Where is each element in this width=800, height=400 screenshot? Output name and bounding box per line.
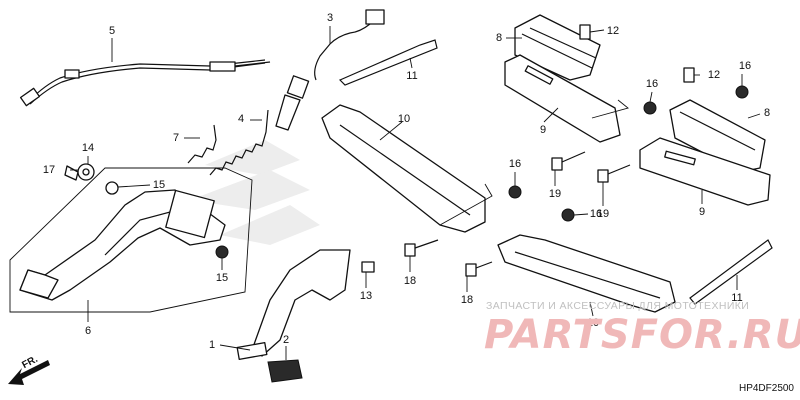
step-bar-part-10-upper xyxy=(321,104,486,233)
cotter-pin-part-17 xyxy=(64,165,79,181)
callout-4: 4 xyxy=(237,113,245,125)
callout-19-upper: 19 xyxy=(548,188,562,200)
callout-13: 13 xyxy=(359,290,373,302)
watermark-caption: ЗАПЧАСТИ И АКСЕССУАРЫ ДЛЯ МОТОТЕХНИКИ xyxy=(486,300,750,312)
diagram-code: HP4DF2500 xyxy=(738,383,794,394)
callout-8-upper: 8 xyxy=(495,32,503,44)
callout-11-upper: 11 xyxy=(406,70,418,82)
rod-part-11-lower xyxy=(689,239,773,305)
callout-15-upper: 15 xyxy=(152,179,166,191)
callout-11-lower: 11 xyxy=(731,292,743,304)
cable-part-5 xyxy=(19,59,271,107)
bolt-part-19-lower xyxy=(597,164,631,183)
callout-10-upper: 10 xyxy=(397,113,411,125)
callout-2: 2 xyxy=(282,334,290,346)
callout-19-lower: 19 xyxy=(596,208,610,220)
step-part-8-lower xyxy=(669,99,766,173)
brake-pedal-part-6 xyxy=(19,181,226,301)
callout-3: 3 xyxy=(326,12,334,24)
callout-12-lower: 12 xyxy=(707,69,721,81)
foot-rubber-part-2 xyxy=(267,359,303,383)
bolt-part-19-upper xyxy=(551,151,586,171)
callout-6: 6 xyxy=(84,325,92,337)
washer-hole xyxy=(82,168,90,176)
callout-18-lower: 18 xyxy=(460,294,474,306)
nut-part-16-c xyxy=(508,185,522,199)
brand-watermark-wing xyxy=(190,140,320,245)
bolt-part-18-upper xyxy=(404,239,439,257)
bolt-part-12-upper xyxy=(579,24,591,40)
callout-7: 7 xyxy=(172,132,180,144)
callout-12-upper: 12 xyxy=(606,25,620,37)
callout-16-d: 16 xyxy=(589,208,603,220)
nut-part-16-d xyxy=(561,208,575,222)
spring-part-4 xyxy=(209,109,269,176)
group-outline-6 xyxy=(9,167,253,313)
stop-switch-part-3 xyxy=(275,9,385,131)
nut-part-16-b xyxy=(735,85,749,99)
nut-part-16-a xyxy=(643,101,657,115)
callout-16-b: 16 xyxy=(738,60,752,72)
bracket-part-9-lower xyxy=(639,137,771,206)
callout-15-lower: 15 xyxy=(215,272,229,284)
callout-16-a: 16 xyxy=(645,78,659,90)
callout-16-c: 16 xyxy=(508,158,522,170)
bolt-part-13 xyxy=(361,261,375,273)
rod-part-11-upper xyxy=(338,39,438,86)
callout-8-lower: 8 xyxy=(763,107,771,119)
callout-5: 5 xyxy=(108,25,116,37)
callout-17: 17 xyxy=(42,164,56,176)
leader-lines xyxy=(70,26,761,360)
nut-part-15-lower xyxy=(215,245,229,259)
watermark-logo: PARTSFOR.RU xyxy=(484,312,800,358)
bolt-part-18-lower xyxy=(465,261,493,277)
callout-1: 1 xyxy=(208,339,216,351)
spring-part-7 xyxy=(187,124,217,164)
callout-14: 14 xyxy=(81,142,95,154)
step-bar-part-10-lower xyxy=(497,234,676,313)
callout-9-upper: 9 xyxy=(539,124,547,136)
callout-9-lower: 9 xyxy=(698,206,706,218)
bolt-part-12-lower xyxy=(683,67,695,83)
brake-arm-part-1 xyxy=(236,249,351,360)
callout-10-lower: 10 xyxy=(586,317,600,329)
bracket-part-9-upper xyxy=(504,54,621,143)
callout-18-upper: 18 xyxy=(403,275,417,287)
front-arrow-icon xyxy=(8,360,50,385)
